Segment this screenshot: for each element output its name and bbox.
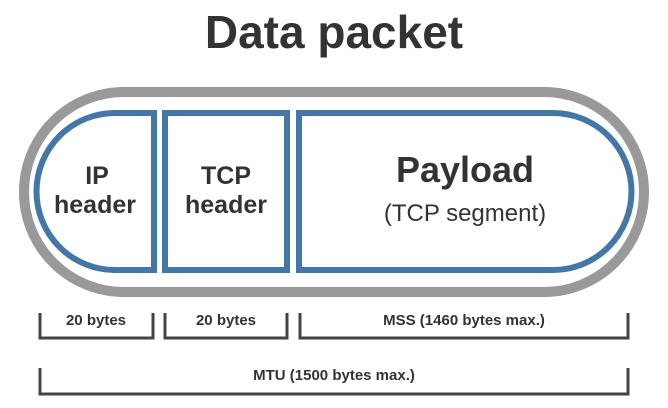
ip-size-label: 20 bytes	[66, 312, 126, 329]
ip-size-bracket	[38, 313, 155, 340]
mtu-label: MTU (1500 bytes max.)	[253, 367, 415, 384]
tcp-size-bracket	[163, 313, 289, 340]
payload-title: Payload	[396, 149, 534, 190]
mss-bracket	[298, 313, 630, 340]
mss-label: MSS (1460 bytes max.)	[383, 312, 545, 329]
tcp-header-label-line2: header	[185, 191, 267, 219]
ip-header-label-line1: IP	[85, 162, 109, 190]
tcp-header-cell	[162, 110, 290, 273]
packet-outline	[19, 87, 649, 297]
tcp-header-label-line1: TCP	[201, 162, 251, 190]
payload-subtitle: (TCP segment)	[384, 200, 546, 227]
mtu-bracket	[38, 368, 630, 396]
ip-header-label-line2: header	[54, 191, 136, 219]
payload-cell	[296, 110, 635, 273]
tcp-size-label: 20 bytes	[196, 312, 256, 329]
diagram-title: Data packet	[205, 6, 463, 58]
ip-header-cell	[33, 110, 157, 273]
